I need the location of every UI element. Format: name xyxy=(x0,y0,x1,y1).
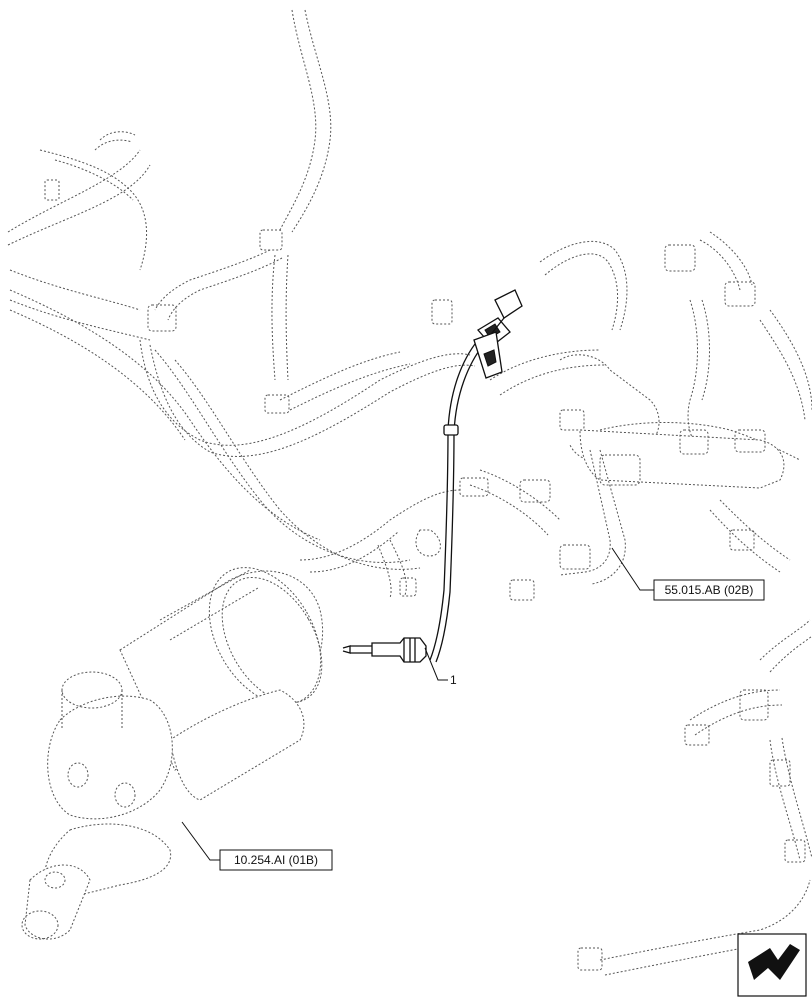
item-number-label: 1 xyxy=(450,673,457,687)
next-page-arrow-icon[interactable] xyxy=(737,933,807,997)
ref-exhaust-label[interactable]: 10.254.AI (01B) xyxy=(234,853,318,867)
item-1-callout: 1 xyxy=(424,647,457,687)
ref-exhaust-callout[interactable]: 10.254.AI (01B) xyxy=(181,821,333,871)
exhaust-aftertreatment-ghost xyxy=(21,567,324,940)
harness-connectors xyxy=(44,179,806,971)
ref-harness-callout[interactable]: 55.015.AB (02B) xyxy=(611,547,765,601)
temperature-sensor-item-1 xyxy=(342,289,523,663)
ref-harness-label[interactable]: 55.015.AB (02B) xyxy=(665,583,754,597)
wiring-harness-ghost xyxy=(7,9,812,976)
